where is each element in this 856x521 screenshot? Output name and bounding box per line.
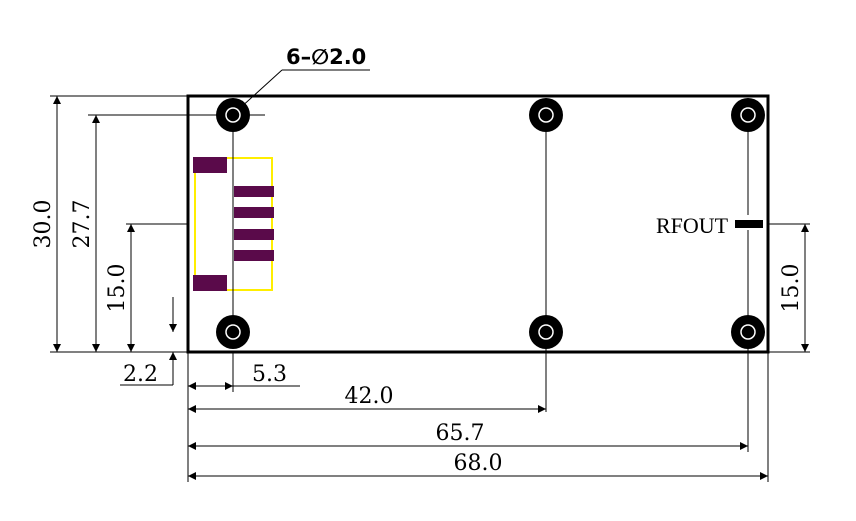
dim-offset-bottom: 2.2 bbox=[123, 362, 158, 387]
hole-top-right bbox=[731, 98, 765, 132]
connector bbox=[194, 157, 273, 291]
dim-height-hole: 27.7 bbox=[70, 200, 95, 249]
dim-height-mid-right: 15.0 bbox=[779, 264, 804, 313]
extension-lines bbox=[50, 95, 810, 482]
mount-pad-bottom bbox=[193, 275, 227, 291]
pin-pad-3 bbox=[234, 229, 274, 240]
dim-hole-right: 65.7 bbox=[436, 421, 485, 446]
dim-height-total: 30.0 bbox=[31, 200, 56, 249]
hole-bottom-left bbox=[216, 315, 250, 349]
pin-pad-2 bbox=[234, 207, 274, 218]
dim-offset-bottom-lines bbox=[120, 297, 177, 386]
mount-pad-top bbox=[193, 157, 227, 173]
dim-height-mid-left: 15.0 bbox=[105, 264, 130, 313]
dim-hole-middle: 42.0 bbox=[345, 384, 394, 409]
hole-callout-label: 6–∅2.0 bbox=[286, 45, 366, 69]
dim-offset-left: 5.3 bbox=[252, 362, 287, 387]
dim-width-total: 68.0 bbox=[454, 451, 503, 476]
hole-top-middle bbox=[529, 98, 563, 132]
connector-pads bbox=[193, 157, 274, 291]
pin-pad-4 bbox=[234, 250, 274, 261]
hole-callout-leader bbox=[238, 69, 370, 110]
hole-bottom-middle bbox=[529, 315, 563, 349]
hole-bottom-right bbox=[731, 315, 765, 349]
pin-pad-1 bbox=[234, 186, 274, 197]
rfout-label: RFOUT bbox=[656, 213, 729, 238]
rfout-pad bbox=[735, 220, 763, 228]
